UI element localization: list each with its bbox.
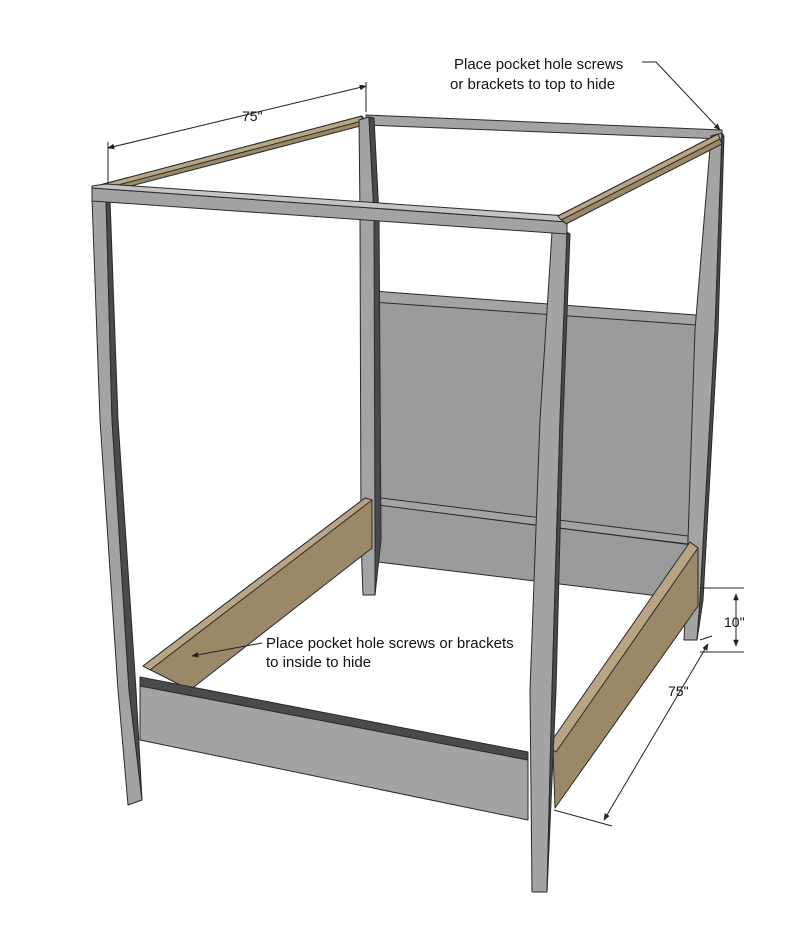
top-note-line-2: or brackets to top to hide: [450, 76, 615, 93]
side-rail-height-label: 10": [724, 614, 745, 630]
inside-note-line-2: to inside to hide: [266, 654, 371, 671]
top-note: Place pocket hole screws or brackets to …: [450, 56, 627, 93]
back-right-post: [683, 132, 725, 641]
inside-note-line-1: Place pocket hole screws or brackets: [266, 635, 514, 652]
inside-note-leader: [191, 642, 263, 658]
top-side-rail-left: [95, 115, 369, 193]
top-rail-dimension: 75": [107, 82, 367, 184]
headboard: [372, 290, 697, 601]
inside-note: Place pocket hole screws or brackets to …: [266, 635, 518, 671]
side-rail-length-label: 75": [668, 683, 689, 699]
top-rail-length-label: 75": [242, 108, 263, 124]
front-top-rail: [91, 183, 568, 235]
top-note-line-1: Place pocket hole screws: [454, 56, 623, 73]
back-top-rail: [365, 114, 723, 140]
side-rail-height-dimension: 10": [700, 587, 745, 653]
back-left-post: [358, 116, 382, 596]
front-left-post: [91, 197, 143, 806]
top-side-rail-right: [557, 133, 723, 225]
front-right-post: [529, 231, 571, 893]
side-rail-length-dimension: 75": [553, 635, 713, 827]
footboard: [139, 676, 529, 821]
top-note-leader: [642, 61, 721, 131]
